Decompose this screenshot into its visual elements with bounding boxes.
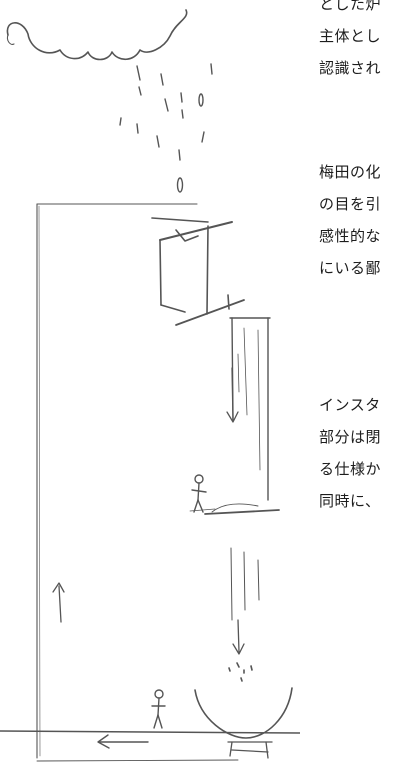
down-arrow-icon (232, 619, 245, 655)
paragraph-3: インスタ 部分は閉 る仕様か 同時に、 (319, 389, 414, 517)
text-line: にいる鄙 (319, 259, 382, 277)
upper-box (151, 217, 245, 326)
basin-bowl (194, 662, 293, 739)
text-line: る仕様か (319, 460, 382, 478)
left-arrow-icon (97, 734, 149, 749)
text-line: とした炉 (319, 0, 382, 13)
paragraph-2: 梅田の化 の目を引 感性的な にいる鄙 (319, 156, 414, 284)
person-icon (151, 689, 166, 729)
rain-drops (119, 63, 213, 193)
building-frame (36, 203, 198, 759)
person-icon (191, 474, 207, 513)
text-line: 部分は閉 (319, 428, 382, 446)
basin-stand (227, 741, 273, 759)
gutter-channel (229, 317, 271, 501)
text-line: 認識され (319, 59, 382, 77)
text-line: 主体とし (319, 27, 382, 45)
text-line: 梅田の化 (319, 163, 382, 181)
text-line: の目を引 (319, 195, 382, 213)
paragraph-1: とした炉 主体とし 認識され (319, 0, 414, 84)
text-line: インスタ (319, 396, 381, 414)
ground-line (0, 730, 300, 762)
up-arrow-icon (52, 582, 65, 623)
cloud-icon (6, 9, 188, 61)
down-arrow-icon (226, 367, 239, 423)
text-line: 同時に、 (319, 492, 381, 510)
text-line: 感性的な (319, 227, 382, 245)
lower-channel (230, 547, 260, 621)
pencil-sketch-illustration (0, 9, 300, 762)
